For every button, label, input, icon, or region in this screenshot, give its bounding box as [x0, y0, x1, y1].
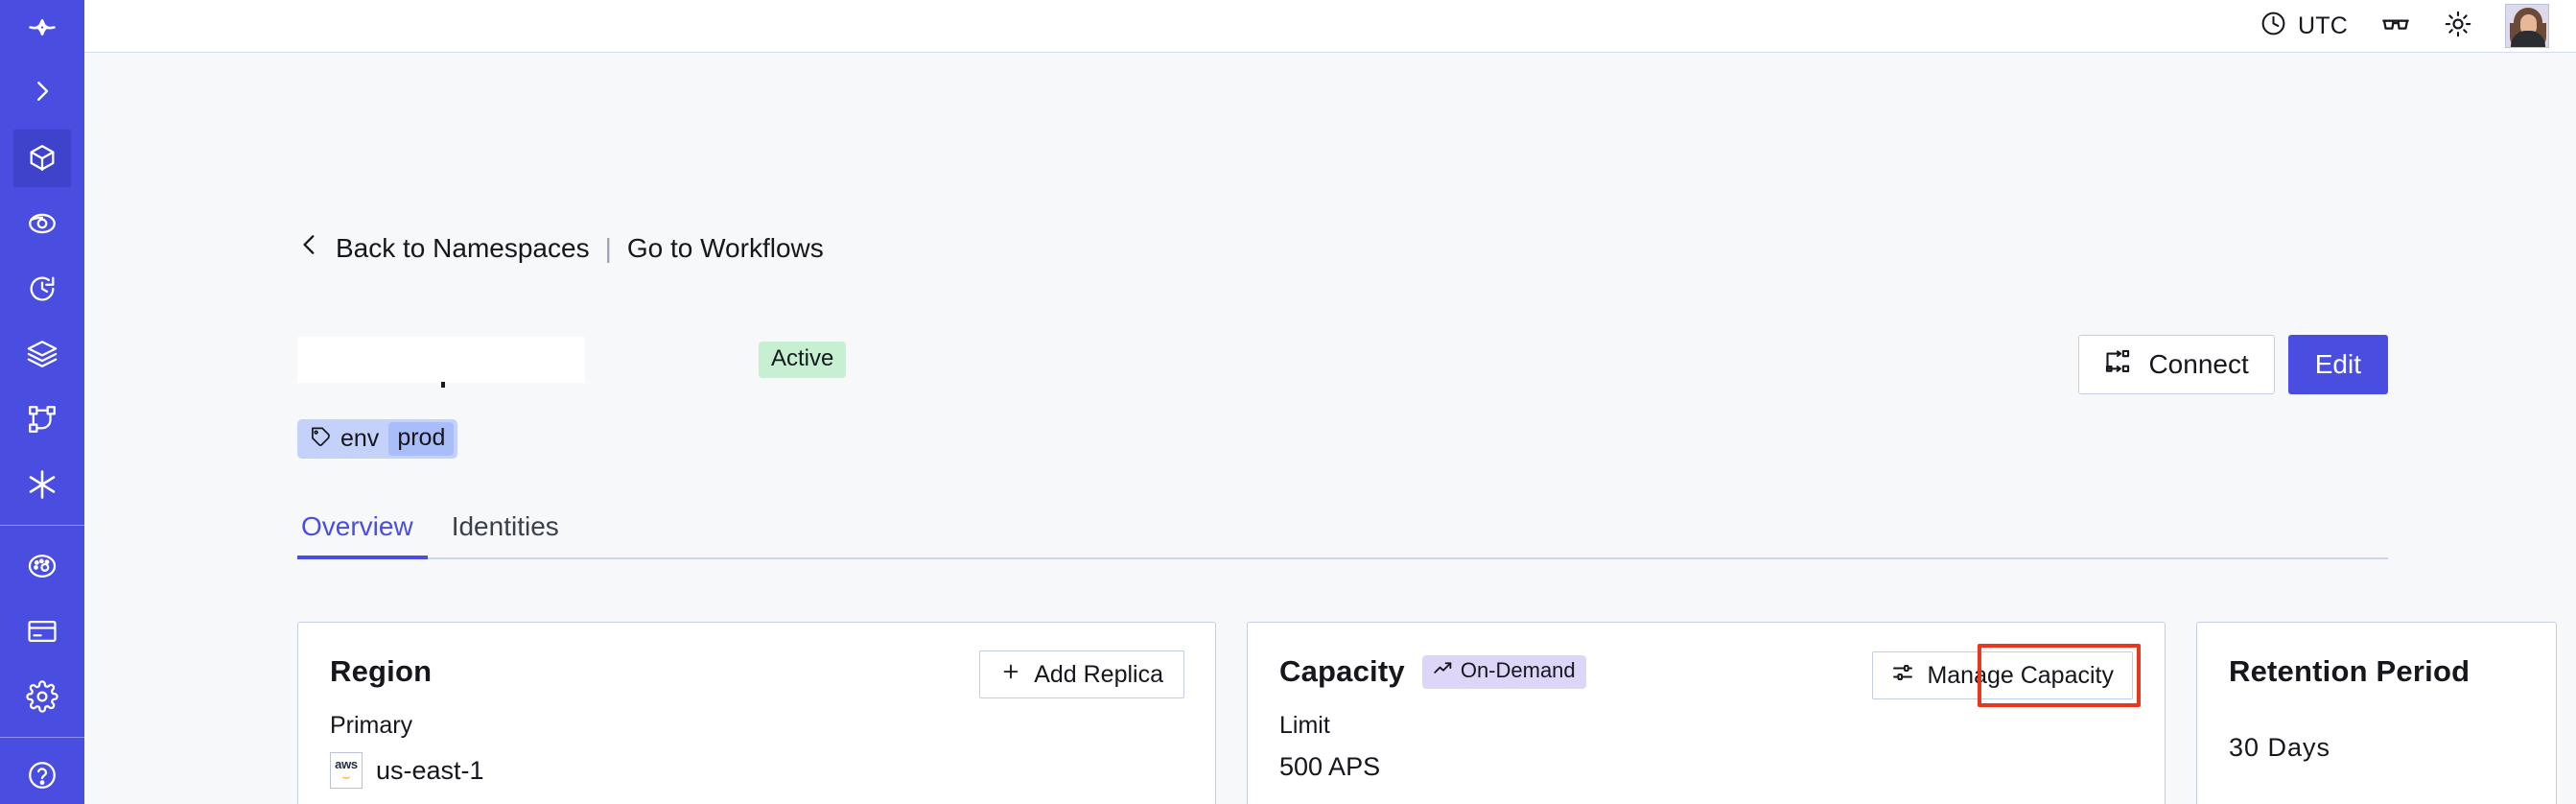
tab-underline: [297, 557, 2388, 559]
sidebar-divider-bottom: [0, 736, 84, 737]
sidebar-item-billing[interactable]: [13, 603, 71, 660]
sidebar-secondary-group: [13, 537, 71, 725]
namespace-tag[interactable]: env prod: [297, 419, 458, 459]
sliders-icon: [1891, 661, 1914, 691]
sun-icon: [2444, 10, 2472, 43]
edit-button[interactable]: Edit: [2287, 335, 2388, 394]
manage-capacity-button[interactable]: Manage Capacity: [1872, 651, 2133, 699]
connect-icon: [2104, 348, 2131, 382]
main-column: UTC: [84, 0, 2576, 804]
sidebar-item-help[interactable]: [13, 746, 71, 804]
title-artifact: [441, 382, 445, 388]
sidebar-item-layers[interactable]: [13, 325, 71, 383]
tag-key: env: [340, 425, 380, 452]
sidebar-primary-group: [13, 130, 71, 513]
capacity-value: 500 APS: [1279, 752, 1381, 781]
region-card-header: Region: [330, 654, 1184, 689]
region-primary-label: Primary: [330, 712, 413, 739]
sidebar-item-namespaces[interactable]: [13, 130, 71, 187]
avatar-face: [2520, 14, 2537, 35]
retention-card-header: Retention Period: [2229, 654, 2525, 689]
timezone-label: UTC: [2298, 12, 2348, 39]
avatar-body: [2511, 31, 2545, 47]
sidebar-item-settings[interactable]: [13, 668, 71, 725]
connect-button[interactable]: Connect: [2078, 335, 2275, 394]
region-value: us-east-1: [376, 755, 484, 785]
sidebar-item-workflows[interactable]: [13, 390, 71, 448]
capacity-card-title: Capacity: [1279, 654, 1405, 688]
capacity-card: Capacity On-Demand: [1247, 622, 2166, 804]
region-card-title: Region: [330, 654, 433, 688]
timezone-selector[interactable]: UTC: [2260, 10, 2348, 42]
page-title-row: Active: [297, 337, 2388, 390]
tab-active-indicator: [297, 556, 428, 559]
manage-capacity-label: Manage Capacity: [1927, 661, 2114, 689]
sidebar-item-observability[interactable]: [13, 195, 71, 252]
clock-icon: [2260, 10, 2287, 42]
edit-button-label: Edit: [2314, 349, 2361, 379]
capacity-card-header: Capacity On-Demand: [1279, 654, 2134, 689]
logo-icon[interactable]: [13, 9, 71, 60]
tag-icon: [309, 425, 332, 453]
expand-chevron-icon[interactable]: [13, 66, 71, 116]
sidebar-item-appearance[interactable]: [13, 537, 71, 595]
connect-button-label: Connect: [2148, 349, 2249, 379]
region-value-row: aws ⌣ us-east-1: [330, 752, 1184, 789]
avatar[interactable]: [2505, 4, 2549, 48]
page-title: [297, 337, 585, 383]
add-replica-label: Add Replica: [1034, 660, 1163, 688]
top-bar: UTC: [84, 0, 2576, 53]
tab-overview[interactable]: Overview: [301, 511, 413, 541]
region-card: Region Add Replica Primary aws: [297, 622, 1216, 804]
add-replica-button[interactable]: Add Replica: [979, 650, 1184, 698]
plus-icon: [1000, 661, 1021, 689]
reading-mode-button[interactable]: [2380, 9, 2411, 44]
on-demand-label: On-Demand: [1460, 658, 1576, 682]
tag-value: prod: [388, 422, 455, 456]
on-demand-badge: On-Demand: [1421, 654, 1586, 689]
retention-card-title: Retention Period: [2229, 654, 2471, 688]
page-content: Back to Namespaces | Go to Workflows Act…: [84, 53, 2576, 804]
capacity-limit-label: Limit: [1279, 712, 1330, 739]
sidebar-item-nexus[interactable]: [13, 456, 71, 513]
tab-strip: Overview Identities: [297, 511, 2388, 559]
theme-toggle-button[interactable]: [2444, 10, 2472, 43]
aws-logo-text: aws: [335, 757, 358, 771]
chevron-left-icon[interactable]: [297, 230, 322, 266]
tab-bar: Overview Identities: [297, 511, 2388, 559]
status-badge: Active: [759, 342, 847, 378]
header-actions: Connect Edit: [2078, 335, 2388, 394]
tab-identities[interactable]: Identities: [451, 511, 559, 541]
breadcrumb-separator: |: [604, 232, 612, 263]
primary-sidebar: [0, 0, 84, 804]
sidebar-item-history[interactable]: [13, 260, 71, 318]
glasses-icon: [2380, 9, 2411, 44]
go-to-workflows-link[interactable]: Go to Workflows: [626, 232, 824, 263]
overview-cards: Region Add Replica Primary aws: [297, 622, 2576, 804]
retention-card: Retention Period 30 Days: [2196, 622, 2557, 804]
breadcrumb: Back to Namespaces | Go to Workflows: [297, 230, 824, 266]
aws-logo-icon: aws ⌣: [330, 752, 363, 789]
aws-logo-swoosh: ⌣: [341, 769, 351, 784]
sidebar-divider: [0, 525, 84, 526]
trend-up-icon: [1433, 658, 1453, 684]
retention-value: 30 Days: [2229, 733, 2331, 762]
back-to-namespaces-link[interactable]: Back to Namespaces: [336, 232, 590, 263]
